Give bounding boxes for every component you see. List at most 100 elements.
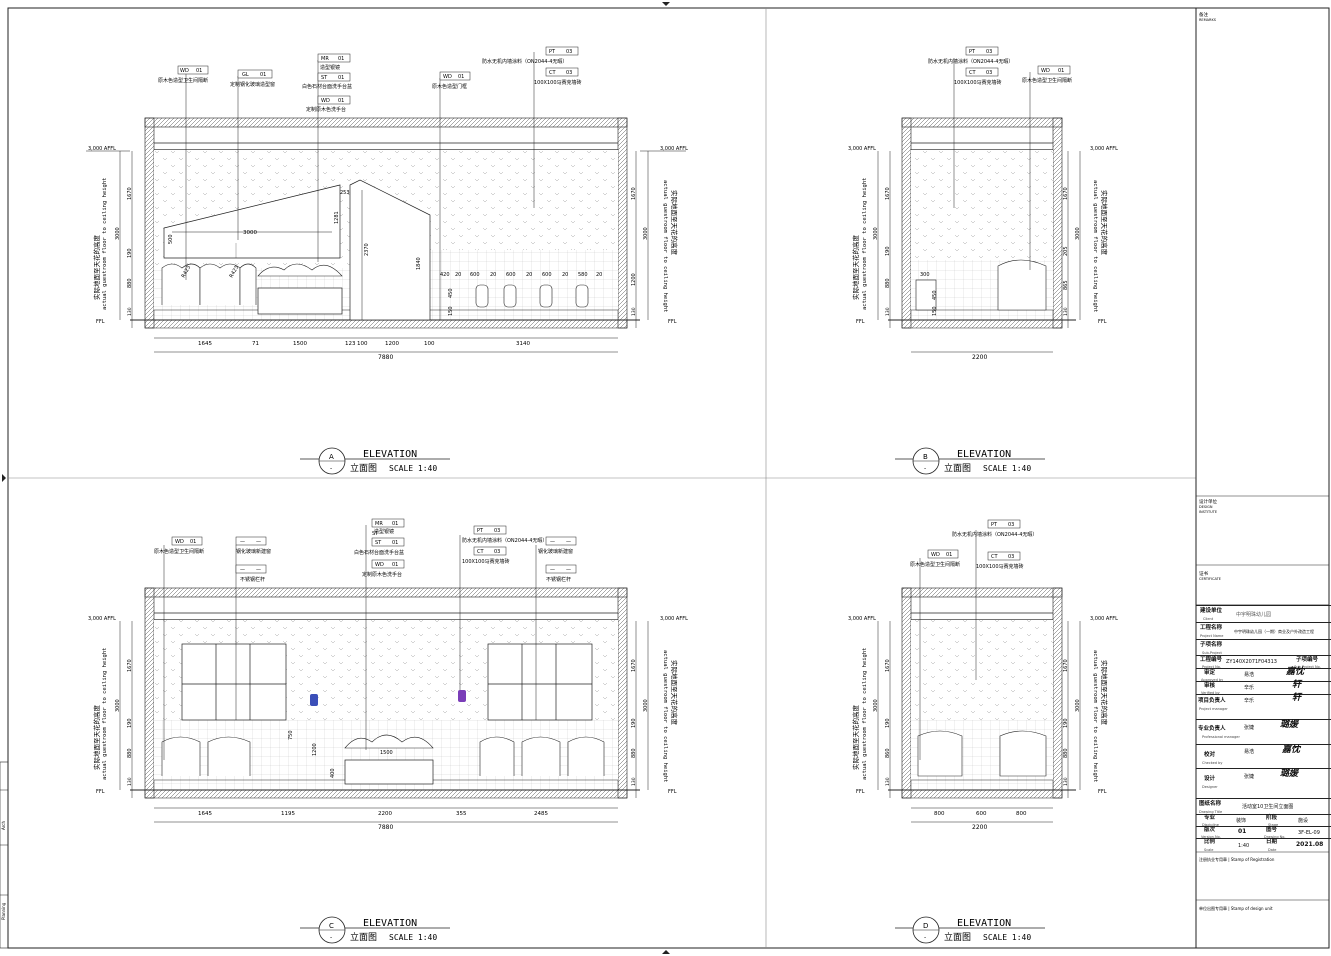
a-title-letter: A xyxy=(329,453,334,461)
annotation-text: 1200 xyxy=(312,743,318,756)
annotation-text: 1200 xyxy=(385,341,399,347)
annotation-text: D xyxy=(923,922,928,930)
tb-row-prof: 专业负责人 Professional manager 张婕 璐媛 xyxy=(1196,719,1331,745)
annotation-text: actual guestroom floor to ceiling height xyxy=(1092,180,1098,312)
annotation-text: 190 xyxy=(127,718,133,728)
annotation-text: 355 xyxy=(456,811,467,817)
annotation-text: PT xyxy=(969,49,976,55)
a-dim-1840: 1840 xyxy=(416,257,422,270)
a-level-ffl: FFL xyxy=(96,319,105,325)
annotation-text: 03 xyxy=(986,70,992,76)
annotation-text: 3000 xyxy=(643,699,649,712)
annotation-text: 1500 xyxy=(293,341,307,347)
annotation-text: 立面图 xyxy=(350,931,377,943)
annotation-text: GL xyxy=(242,72,249,78)
annotation-text: 证书 xyxy=(1199,570,1208,577)
annotation-text: actual guestroom floor to ceiling height xyxy=(862,648,868,780)
a-dim-r423b: R423 xyxy=(229,265,241,279)
annotation-text: CT xyxy=(549,70,556,76)
annotation-text: 130 xyxy=(885,307,891,316)
annotation-text: 实际地面至天花的高度 xyxy=(92,705,101,771)
annotation-text: ST xyxy=(375,540,382,546)
annotation-text: ELEVATION xyxy=(957,918,1011,929)
annotation-text: PT xyxy=(991,522,998,528)
annotation-text: 01 xyxy=(338,75,344,81)
annotation-text: WD xyxy=(175,539,184,545)
annotation-text: 实际地面至天花的高度 xyxy=(670,660,679,726)
annotation-text: 20 xyxy=(562,272,568,278)
annotation-text: 01 xyxy=(260,72,266,78)
annotation-text: 01 xyxy=(338,98,344,104)
annotation-text: MR xyxy=(321,56,329,62)
a-dim-r-130: 130 xyxy=(631,307,637,316)
remarks-en: REMARKS xyxy=(1199,18,1217,22)
annotation-text: 设计单位 xyxy=(1199,498,1217,505)
annotation-text: 03 xyxy=(494,549,500,555)
annotation-text: 01 xyxy=(196,68,202,74)
annotation-text: 205 xyxy=(1063,246,1069,256)
annotation-text: FFL xyxy=(856,789,865,795)
tb-row-projectno: 工程编号 Project No. ZY140X2071F04313 子项编号 S… xyxy=(1196,655,1331,669)
a-dim-l-130: 130 xyxy=(127,307,133,316)
annotation-text: FFL xyxy=(668,789,677,795)
annotation-text: 880 xyxy=(885,278,891,288)
annotation-text: CT xyxy=(477,549,484,555)
annotation-text: actual guestroom floor to ceiling height xyxy=(102,648,108,780)
annotation-text: 71 xyxy=(252,341,259,347)
tb-row-drawing-title: 图纸名称 Drawing Title 活动室10卫生间立面图 xyxy=(1196,798,1331,815)
annotation-text: 实际地面至天花的高度 xyxy=(1100,190,1109,256)
annotation-text: 防水无机内墙涂料（ON2044-4无暇） xyxy=(482,58,567,65)
annotation-text: 实际地面至天花的高度 xyxy=(851,235,860,301)
annotation-text: 2200 xyxy=(378,811,392,817)
male-sign-icon xyxy=(310,694,318,706)
annotation-text: 原木色造型卫生间隔断 xyxy=(154,548,204,555)
annotation-text: 01 xyxy=(946,552,952,558)
annotation-text: — xyxy=(566,539,571,545)
unit-stamp: 单位出图专用章 | Stamp of design unit xyxy=(1199,905,1273,911)
annotation-text: 不锈钢栏杆 xyxy=(240,576,265,583)
tb-row-checked: 校对 Checked by 易浩 嘉忱 xyxy=(1196,744,1331,769)
a-dims-bottom: 1645 71 1500 123 100 1200 100 3140 xyxy=(198,341,530,347)
annotation-text: 300 xyxy=(920,272,930,278)
annotation-text: FFL xyxy=(1098,789,1107,795)
annotation-text: 定制原木色洗手台 xyxy=(306,106,346,113)
annotation-text: 03 xyxy=(566,49,572,55)
annotation-text: 123 xyxy=(345,341,356,347)
a-dim-150: 150 xyxy=(448,306,454,316)
annotation-text: 580 xyxy=(578,272,588,278)
annotation-text: 3140 xyxy=(516,341,530,347)
elevation-c: 3,000 AFFL 3,000 AFFL FFL FFL 1670 3000 … xyxy=(88,518,688,944)
annotation-text: 钢化玻璃新建窗 xyxy=(236,548,271,555)
annotation-text: 01 xyxy=(338,56,344,62)
drawing-number: 3F-EL-09 xyxy=(1298,830,1320,836)
a-height-cn-r: 实际地面至天花的高度 xyxy=(670,190,679,256)
annotation-text: ST xyxy=(372,531,379,537)
annotation-text: - xyxy=(330,934,332,941)
annotation-text: 880 xyxy=(1063,748,1069,758)
a-dim-500: 500 xyxy=(168,234,174,244)
annotation-text: CERTIFICATE xyxy=(1199,577,1221,581)
annotation-text: WD xyxy=(375,562,384,568)
annotation-text: 原木色造型卫生间隔断 xyxy=(910,561,960,568)
a-dim-3000: 3000 xyxy=(243,230,257,236)
annotation-text: 130 xyxy=(885,777,891,786)
annotation-text: C xyxy=(329,922,334,930)
a-dim-1281: 1281 xyxy=(334,211,340,224)
annotation-text: 1645 xyxy=(198,341,212,347)
elevation-b: 3,000 AFFL 3,000 AFFL FFL FFL 1670 3000 … xyxy=(848,46,1118,475)
annotation-text: DESIGN xyxy=(1199,505,1213,509)
annotation-text: 01 xyxy=(458,74,464,80)
annotation-text: 1645 xyxy=(198,811,212,817)
annotation-text: WD xyxy=(931,552,940,558)
female-sign-icon xyxy=(458,690,466,702)
elevation-d: 3,000 AFFL 3,000 AFFL FFL FFL 1670 3000 … xyxy=(848,519,1118,944)
annotation-text: 1670 xyxy=(631,659,637,672)
annotation-text: 2200 xyxy=(972,824,987,831)
annotation-text: 01 xyxy=(392,540,398,546)
annotation-text: 750 xyxy=(288,730,294,740)
tb-row-scale: 比例 Scale 1:40 日期 Date 2021.08 xyxy=(1196,838,1331,853)
annotation-text: 600 xyxy=(976,811,987,817)
annotation-text: 造型银镜 xyxy=(374,528,394,535)
annotation-text: WD xyxy=(1041,68,1050,74)
tb-row-verified: 审核 Verified by 辛乐 轩 xyxy=(1196,681,1331,695)
